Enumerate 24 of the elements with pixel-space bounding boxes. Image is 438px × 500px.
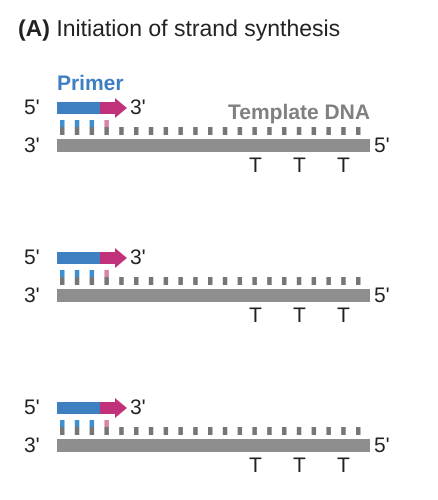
- base-label: T: [337, 455, 350, 477]
- strand-end-label: 5': [24, 247, 40, 269]
- strand-end-label: 5': [24, 97, 40, 119]
- strand-end-label: 3': [130, 247, 146, 269]
- base-label: T: [293, 305, 306, 327]
- base-label: T: [293, 155, 306, 177]
- strand-label: Primer: [57, 72, 124, 96]
- strand-end-label: 3': [24, 435, 40, 457]
- base-label: T: [293, 455, 306, 477]
- figure-title: (A) Initiation of strand synthesis: [18, 14, 340, 42]
- strand-end-label: 3': [24, 285, 40, 307]
- strand-end-label: 3': [130, 397, 146, 419]
- strand-end-label: 5': [374, 135, 390, 157]
- strand-end-label: 5': [374, 435, 390, 457]
- base-label: T: [249, 155, 262, 177]
- base-label: T: [249, 305, 262, 327]
- strand-end-label: 3': [24, 135, 40, 157]
- strand-end-label: 5': [24, 397, 40, 419]
- base-label: T: [337, 155, 350, 177]
- strand-end-label: 5': [374, 285, 390, 307]
- strand-end-label: 3': [130, 97, 146, 119]
- strand-label: Template DNA: [228, 101, 370, 125]
- base-label: T: [337, 305, 350, 327]
- base-label: T: [249, 455, 262, 477]
